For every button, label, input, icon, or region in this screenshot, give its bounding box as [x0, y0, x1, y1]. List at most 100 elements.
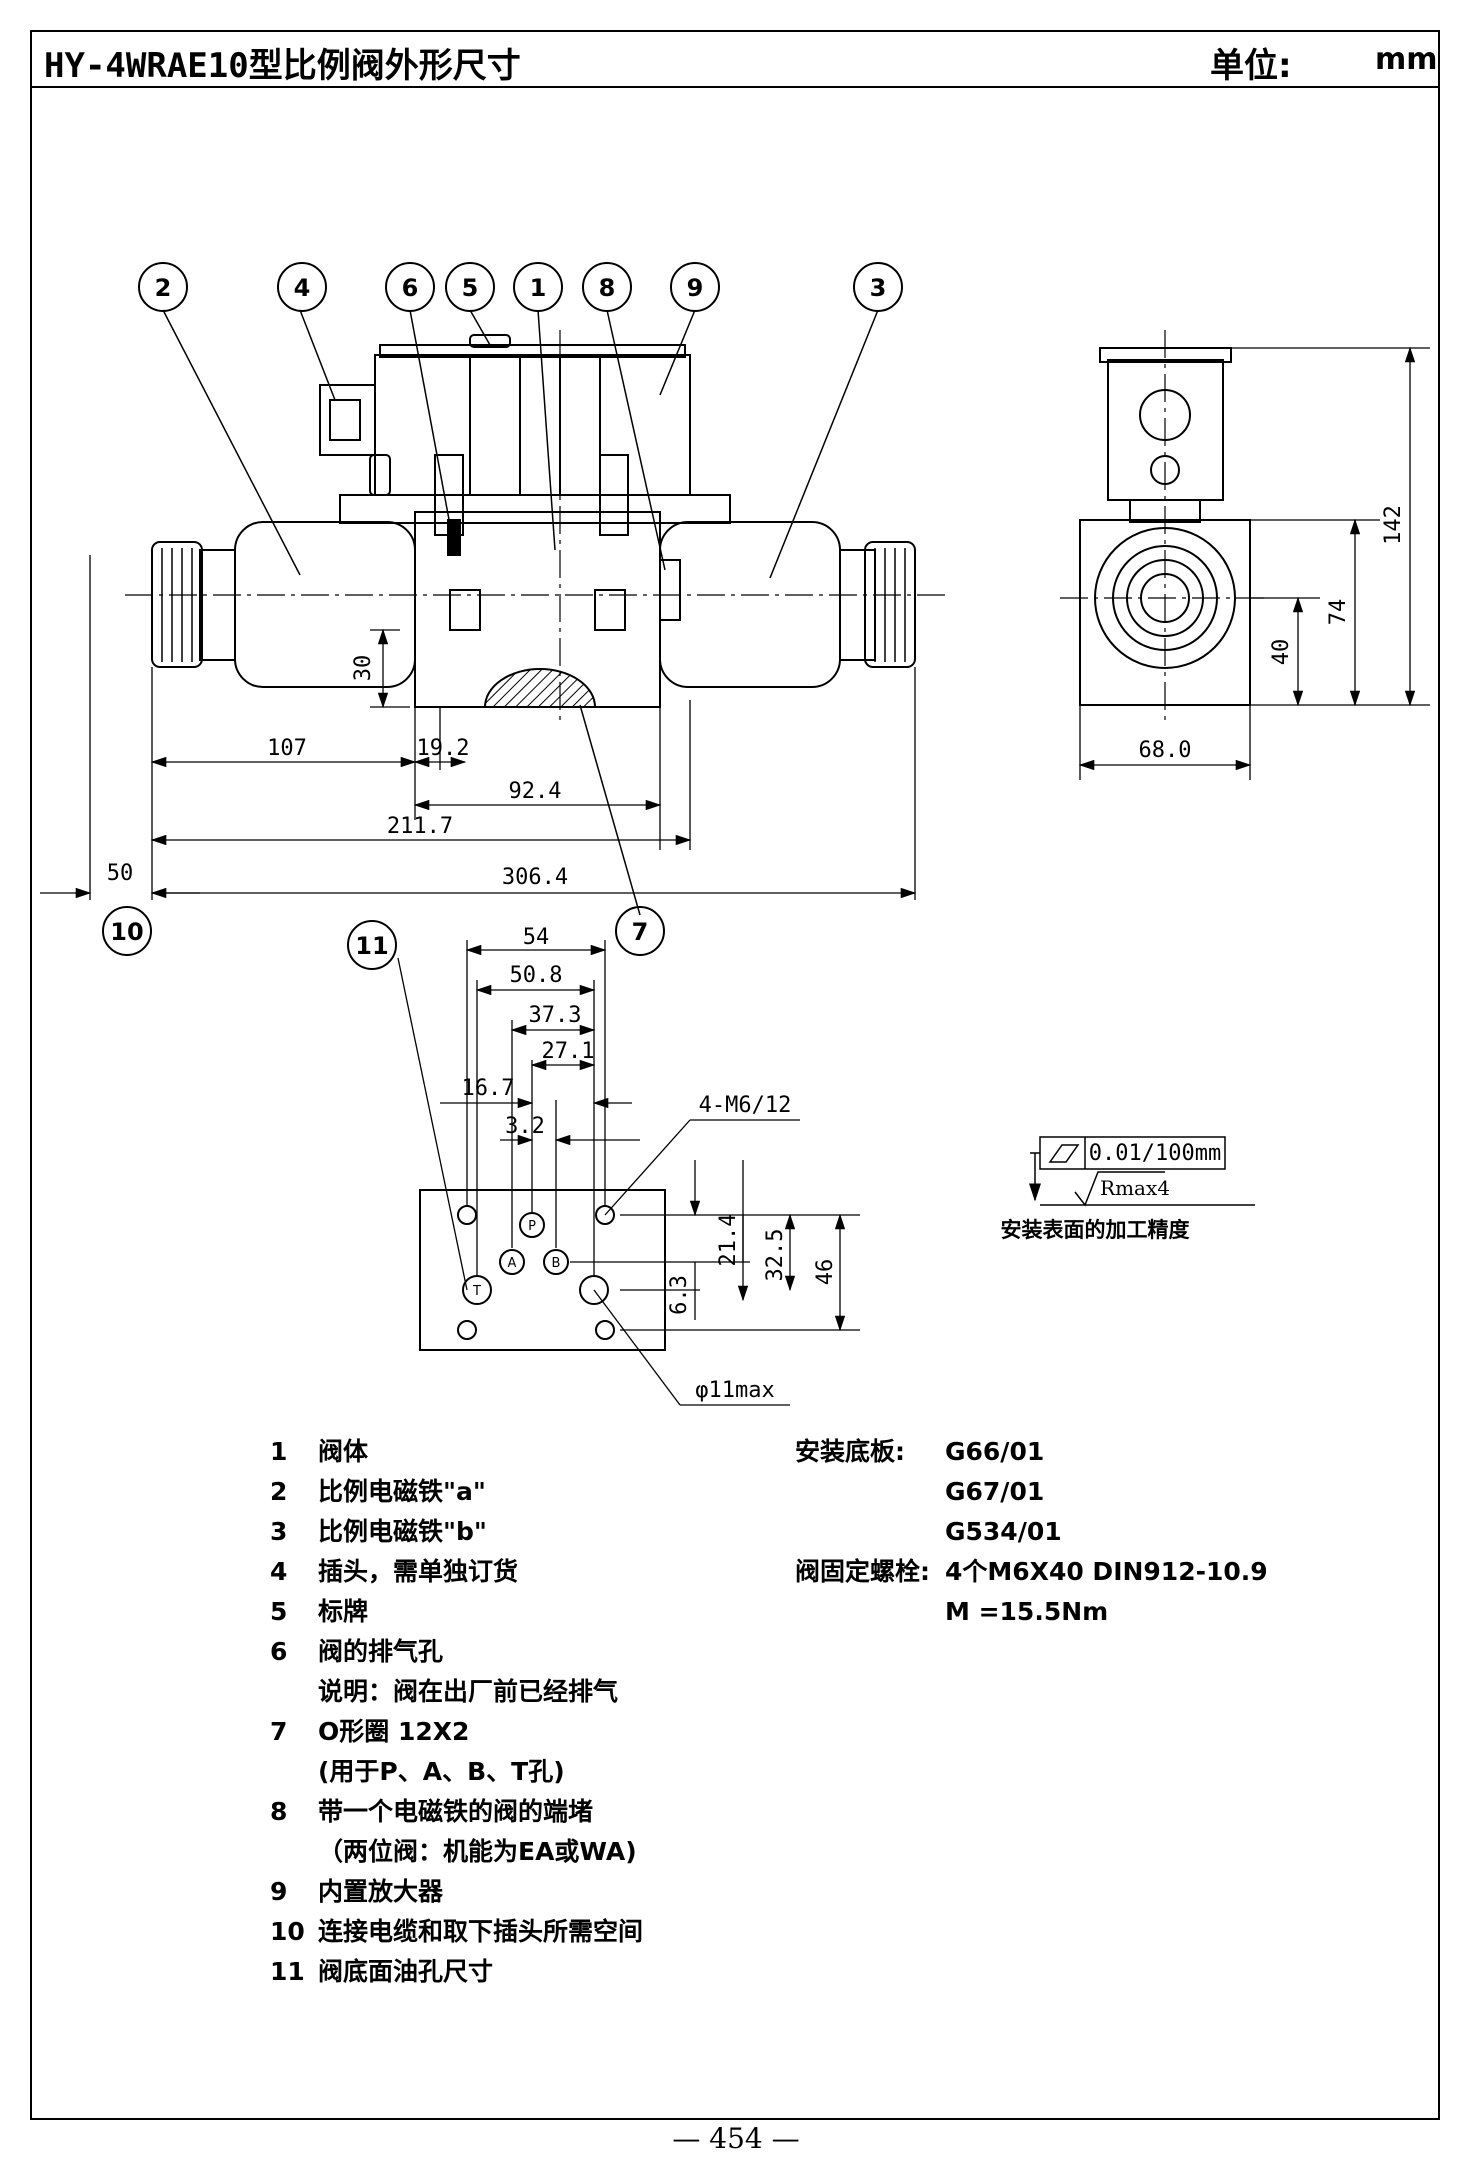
callout-6: 6 [402, 274, 419, 302]
callout-9: 9 [687, 274, 704, 302]
callout-7: 7 [632, 918, 649, 946]
flatness-value: 0.01/100mm [1089, 1141, 1221, 1166]
port-label-b: B [552, 1256, 561, 1271]
mounting-face [419, 1189, 666, 1351]
surface-note: 安装表面的加工精度 [1001, 1218, 1190, 1242]
side-view [1060, 330, 1270, 720]
callout-11: 11 [355, 932, 388, 960]
bolt-hole-br [595, 1320, 615, 1340]
front-view [125, 330, 950, 720]
solenoid-a [234, 521, 416, 688]
o-ring-section [483, 668, 597, 708]
bolt-spec-text: 4个M6X40 DIN912-10.9 [945, 1557, 1268, 1586]
bolt-hole-bl [457, 1320, 477, 1340]
legend-item: （两位阀：机能为EA或WA) [318, 1837, 637, 1866]
port-dimensions [397, 940, 860, 1406]
dim-142: 142 [1381, 505, 1406, 545]
dim-211-7: 211.7 [387, 814, 453, 839]
plate-1: G66/01 [945, 1437, 1045, 1466]
plate-label: 安装底板: [795, 1437, 905, 1466]
plate-3: G534/01 [945, 1517, 1062, 1546]
port-t-right [579, 1275, 609, 1305]
port-pattern-view [419, 1189, 666, 1351]
dim-50-8: 50.8 [510, 963, 563, 988]
end-nut-left [151, 541, 203, 668]
port-b [543, 1249, 569, 1275]
amplifier-lid [379, 344, 686, 358]
port-t-left [462, 1275, 492, 1305]
vent-marker [447, 519, 461, 556]
legend-item: 说明：阀在出厂前已经排气 [318, 1677, 619, 1706]
side-dimensions [1078, 346, 1430, 780]
dim-19-2: 19.2 [417, 736, 470, 761]
unit-label: 单位: [1210, 46, 1292, 86]
end-nut-right [864, 541, 916, 668]
port-a [499, 1249, 525, 1275]
body-top-plate [339, 494, 731, 524]
dim-74: 74 [1326, 599, 1351, 626]
callout-8: 8 [599, 274, 616, 302]
unit-value: mm [1375, 42, 1438, 77]
bolt-label: 阀固定螺栓: [795, 1557, 930, 1586]
port-label-a: A [508, 1256, 517, 1271]
dim-306-4: 306.4 [502, 865, 568, 890]
page-number: — 454 — [672, 2122, 800, 2155]
plug-socket [329, 399, 361, 441]
title-bar: HY-4WRAE10型比例阀外形尺寸 单位: mm [30, 30, 1440, 88]
dim-46: 46 [813, 1259, 838, 1286]
port-label-t: T [472, 1284, 481, 1299]
surface-tolerance [1029, 1136, 1255, 1207]
callout-5: 5 [462, 274, 479, 302]
callout-2: 2 [155, 274, 172, 302]
dim-37-3: 37.3 [529, 1003, 582, 1028]
dim-54: 54 [523, 925, 550, 950]
torque-text: M =15.5Nm [945, 1597, 1109, 1626]
roughness-value: Rmax4 [1100, 1176, 1170, 1200]
dim-50: 50 [107, 861, 134, 886]
callouts [102, 262, 903, 970]
dim-32-5: 32.5 [763, 1229, 788, 1282]
callout-4: 4 [294, 274, 311, 302]
page-title: HY-4WRAE10型比例阀外形尺寸 [44, 46, 521, 86]
drawing-frame [30, 30, 1440, 2120]
dim-30: 30 [351, 655, 376, 682]
dim-3-2: 3.2 [505, 1114, 545, 1139]
bolt-spec: 4-M6/12 [699, 1093, 792, 1118]
dim-40: 40 [1269, 639, 1294, 666]
nut-collar-left [199, 549, 236, 661]
callout-3: 3 [870, 274, 887, 302]
dim-107: 107 [267, 736, 307, 761]
plate-2: G67/01 [945, 1477, 1045, 1506]
plug-connector [319, 384, 376, 456]
body-port-right [594, 589, 626, 631]
bolt-hole-tr [595, 1205, 615, 1225]
end-cap-right [659, 559, 681, 621]
plug-screw [369, 454, 391, 496]
bolt-hole-tl [457, 1205, 477, 1225]
hole-max: φ11max [695, 1378, 774, 1403]
mounting-info: 安装底板: G66/01 G67/01 G534/01 阀固定螺栓: 4个M6X40… [795, 1432, 1268, 1632]
dim-92-4: 92.4 [509, 779, 562, 804]
dim-27-1: 27.1 [542, 1039, 595, 1064]
dim-16-7: 16.7 [462, 1076, 515, 1101]
port-p [519, 1212, 545, 1238]
legend-item: (用于P、A、B、T孔) [318, 1757, 565, 1786]
nut-collar-right [839, 549, 876, 661]
solenoid-b [659, 521, 841, 688]
dim-6-3: 6.3 [667, 1275, 692, 1315]
body-port-left [449, 589, 481, 631]
nameplate-tab [469, 334, 511, 348]
